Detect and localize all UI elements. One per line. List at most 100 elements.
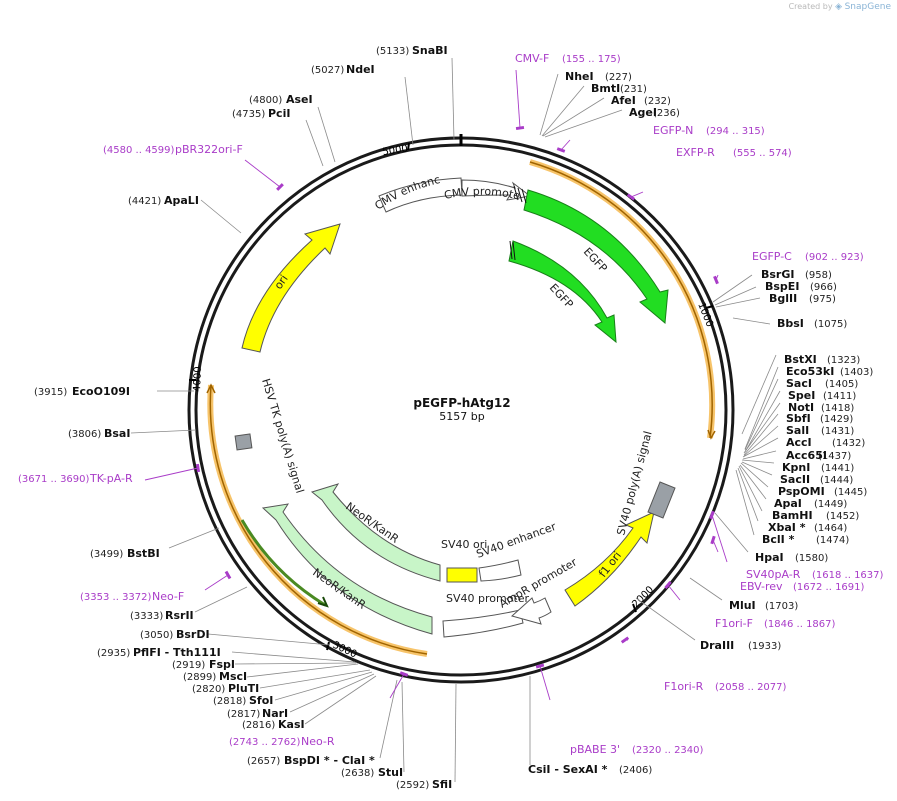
primer-site[interactable]: F1ori-F(1846 .. 1867) (664, 580, 836, 630)
enzyme-site[interactable]: (1452)BamHI (738, 465, 859, 522)
enzyme-leader-line (744, 378, 779, 451)
enzyme-site[interactable]: (1411)SpeI (744, 389, 856, 453)
enzyme-site[interactable]: (2935)PflFI - Tth111I (97, 646, 356, 663)
enzyme-site[interactable]: (1445)PspOMI (740, 462, 867, 498)
primer-site[interactable]: pBR322ori-F(4580 .. 4599) (103, 143, 284, 191)
feature-egfp-outer[interactable] (513, 185, 669, 324)
feature-f1-ori[interactable] (564, 511, 655, 607)
enzyme-leader-line (740, 462, 769, 488)
enzyme-site[interactable]: (3499)BstBI (90, 527, 220, 560)
enzyme-site[interactable]: (5027)NdeI (311, 63, 414, 146)
orf-egfp-line (529, 161, 713, 439)
primer-leader-line (560, 139, 571, 151)
enzyme-name: HpaI (755, 551, 784, 564)
enzyme-site[interactable]: (5133)SnaBI (376, 44, 455, 141)
primer-site[interactable]: F1ori-R(2058 .. 2077) (620, 636, 787, 693)
enzyme-leader-line (246, 663, 359, 678)
enzyme-position: (227) (605, 72, 632, 83)
enzyme-site[interactable]: (1933)DraIII (635, 597, 781, 652)
primer-site[interactable]: TK-pA-R(3671 .. 3690) (18, 463, 201, 485)
primer-site[interactable]: pBABE 3'(2320 .. 2340) (535, 663, 704, 756)
enzyme-name: AseI (286, 93, 313, 106)
enzyme-site[interactable]: (1464)XbaI * (737, 467, 847, 534)
enzyme-site[interactable]: (2899)MscI (183, 663, 359, 683)
enzyme-site[interactable]: (2816)KasI (242, 675, 377, 731)
enzyme-site[interactable]: (3050)BsrDI (140, 628, 331, 646)
feature-hsv-tk-polya[interactable] (234, 433, 253, 451)
feature-sv40-polya[interactable] (647, 481, 676, 519)
feature-sv40-promoter[interactable] (442, 609, 524, 638)
enzyme-site[interactable]: (1441) KpnI (741, 459, 854, 474)
enzyme-site[interactable]: (2817)NarI (227, 673, 375, 720)
enzyme-site[interactable]: (1075)BbsI (732, 317, 847, 330)
enzyme-site[interactable]: (1403)Eco53kI (744, 365, 873, 450)
feature-sv40-enhancer[interactable] (478, 559, 522, 582)
enzyme-site[interactable]: (1418)NotI (743, 401, 854, 454)
enzyme-site[interactable]: (2919)FspI (172, 658, 357, 671)
enzyme-site[interactable]: (2406)CsiI - SexAI * (528, 676, 652, 776)
enzyme-site[interactable]: (1437)Acc65I (742, 449, 851, 462)
enzyme-site[interactable]: (1580)HpaI (714, 512, 828, 564)
snapgene-credit: Created by ◈ SnapGene (789, 2, 891, 12)
enzyme-position: (2818) (213, 696, 246, 707)
enzyme-position: (1418) (821, 403, 854, 414)
enzyme-name: NdeI (346, 63, 375, 76)
enzyme-site[interactable]: (1405)SacI (744, 377, 858, 451)
enzyme-site[interactable]: (236)AgeI (544, 106, 680, 138)
primer-site[interactable]: Neo-R(2743 .. 2762) (229, 671, 409, 748)
enzyme-position: (236) (653, 108, 680, 119)
enzyme-site[interactable]: (4735)PciI (232, 107, 324, 167)
enzyme-site[interactable]: (1323)BstXI (741, 353, 860, 435)
enzyme-name: BstXI (784, 353, 817, 366)
enzyme-site[interactable]: (2657)BspDI * - ClaI * (247, 679, 398, 767)
feature-egfp-inner[interactable] (508, 240, 617, 344)
enzyme-site[interactable]: (1432)AccI (742, 436, 865, 458)
enzyme-position: (1441) (821, 463, 854, 474)
primer-site[interactable]: EBV-rev(1672 .. 1691) (710, 535, 865, 593)
feature-cmv-promoter[interactable] (461, 179, 532, 201)
primer-site[interactable]: EXFP-R(555 .. 574) (626, 146, 792, 201)
enzyme-name: MluI (729, 599, 756, 612)
feature-sv40-ori[interactable] (446, 567, 478, 583)
primer-site[interactable]: SV40pA-R(1618 .. 1637) (709, 510, 884, 581)
enzyme-name: KpnI (782, 461, 810, 474)
enzyme-site[interactable]: (3806)BsaI (68, 427, 197, 440)
enzyme-site[interactable]: (4800)AseI (249, 93, 336, 163)
enzyme-leader-line (207, 633, 331, 646)
enzyme-site[interactable]: (1444)SacII (741, 461, 853, 486)
enzyme-site[interactable]: (2638)StuI (341, 681, 405, 779)
enzyme-site[interactable]: (1703)MluI (689, 577, 798, 612)
enzyme-site[interactable]: (1431)SalI (743, 424, 854, 457)
label-sv40-promoter: SV40 promoter (446, 592, 530, 605)
feature-ampr-promoter[interactable] (510, 597, 552, 625)
ruler-4000: 4000 (192, 366, 204, 392)
primer-site[interactable]: EGFP-C(902 .. 923) (713, 250, 864, 285)
enzyme-name: SfoI (249, 694, 273, 707)
enzyme-site[interactable]: (958)BsrGI (712, 268, 832, 303)
feature-ori[interactable] (241, 223, 341, 353)
enzyme-leader-line (739, 464, 767, 500)
feature-neor-kanr-outer[interactable] (310, 483, 441, 582)
enzyme-site[interactable]: (4421)ApaLI (128, 194, 242, 234)
enzyme-site[interactable]: (232)AfeI (542, 94, 671, 137)
enzyme-site[interactable]: (3915)EcoO109I (34, 385, 194, 398)
primer-site[interactable]: Neo-F(3353 .. 3372) (80, 570, 232, 603)
feature-neor-kanr-inner[interactable] (261, 503, 433, 635)
primer-site[interactable]: EGFP-N(294 .. 315) (556, 124, 765, 153)
enzyme-site[interactable]: (1429)SbfI (743, 412, 853, 456)
enzyme-site[interactable]: (975)BglII (715, 292, 836, 308)
enzyme-site[interactable]: (231)BmtI (541, 82, 647, 137)
enzyme-site[interactable]: (2820)PluTI (192, 669, 371, 695)
enzyme-site[interactable]: (3333)RsrII (130, 586, 248, 622)
enzyme-site[interactable]: (2818)SfoI (213, 671, 373, 707)
enzyme-site[interactable]: (227)NheI (539, 70, 632, 136)
enzyme-name: KasI (278, 718, 305, 731)
enzyme-leader-line (234, 662, 357, 665)
enzyme-name: SnaBI (412, 44, 448, 57)
enzyme-site[interactable]: (966)BspEI (714, 280, 837, 306)
primer-site[interactable]: CMV-F(155 .. 175) (515, 52, 621, 131)
enzyme-site[interactable]: (1474)BclI * (735, 469, 849, 546)
enzyme-position: (3050) (140, 630, 173, 641)
enzyme-site[interactable]: (1449)ApaI (739, 464, 847, 510)
enzyme-site[interactable]: (2592)SfiI (396, 683, 457, 791)
